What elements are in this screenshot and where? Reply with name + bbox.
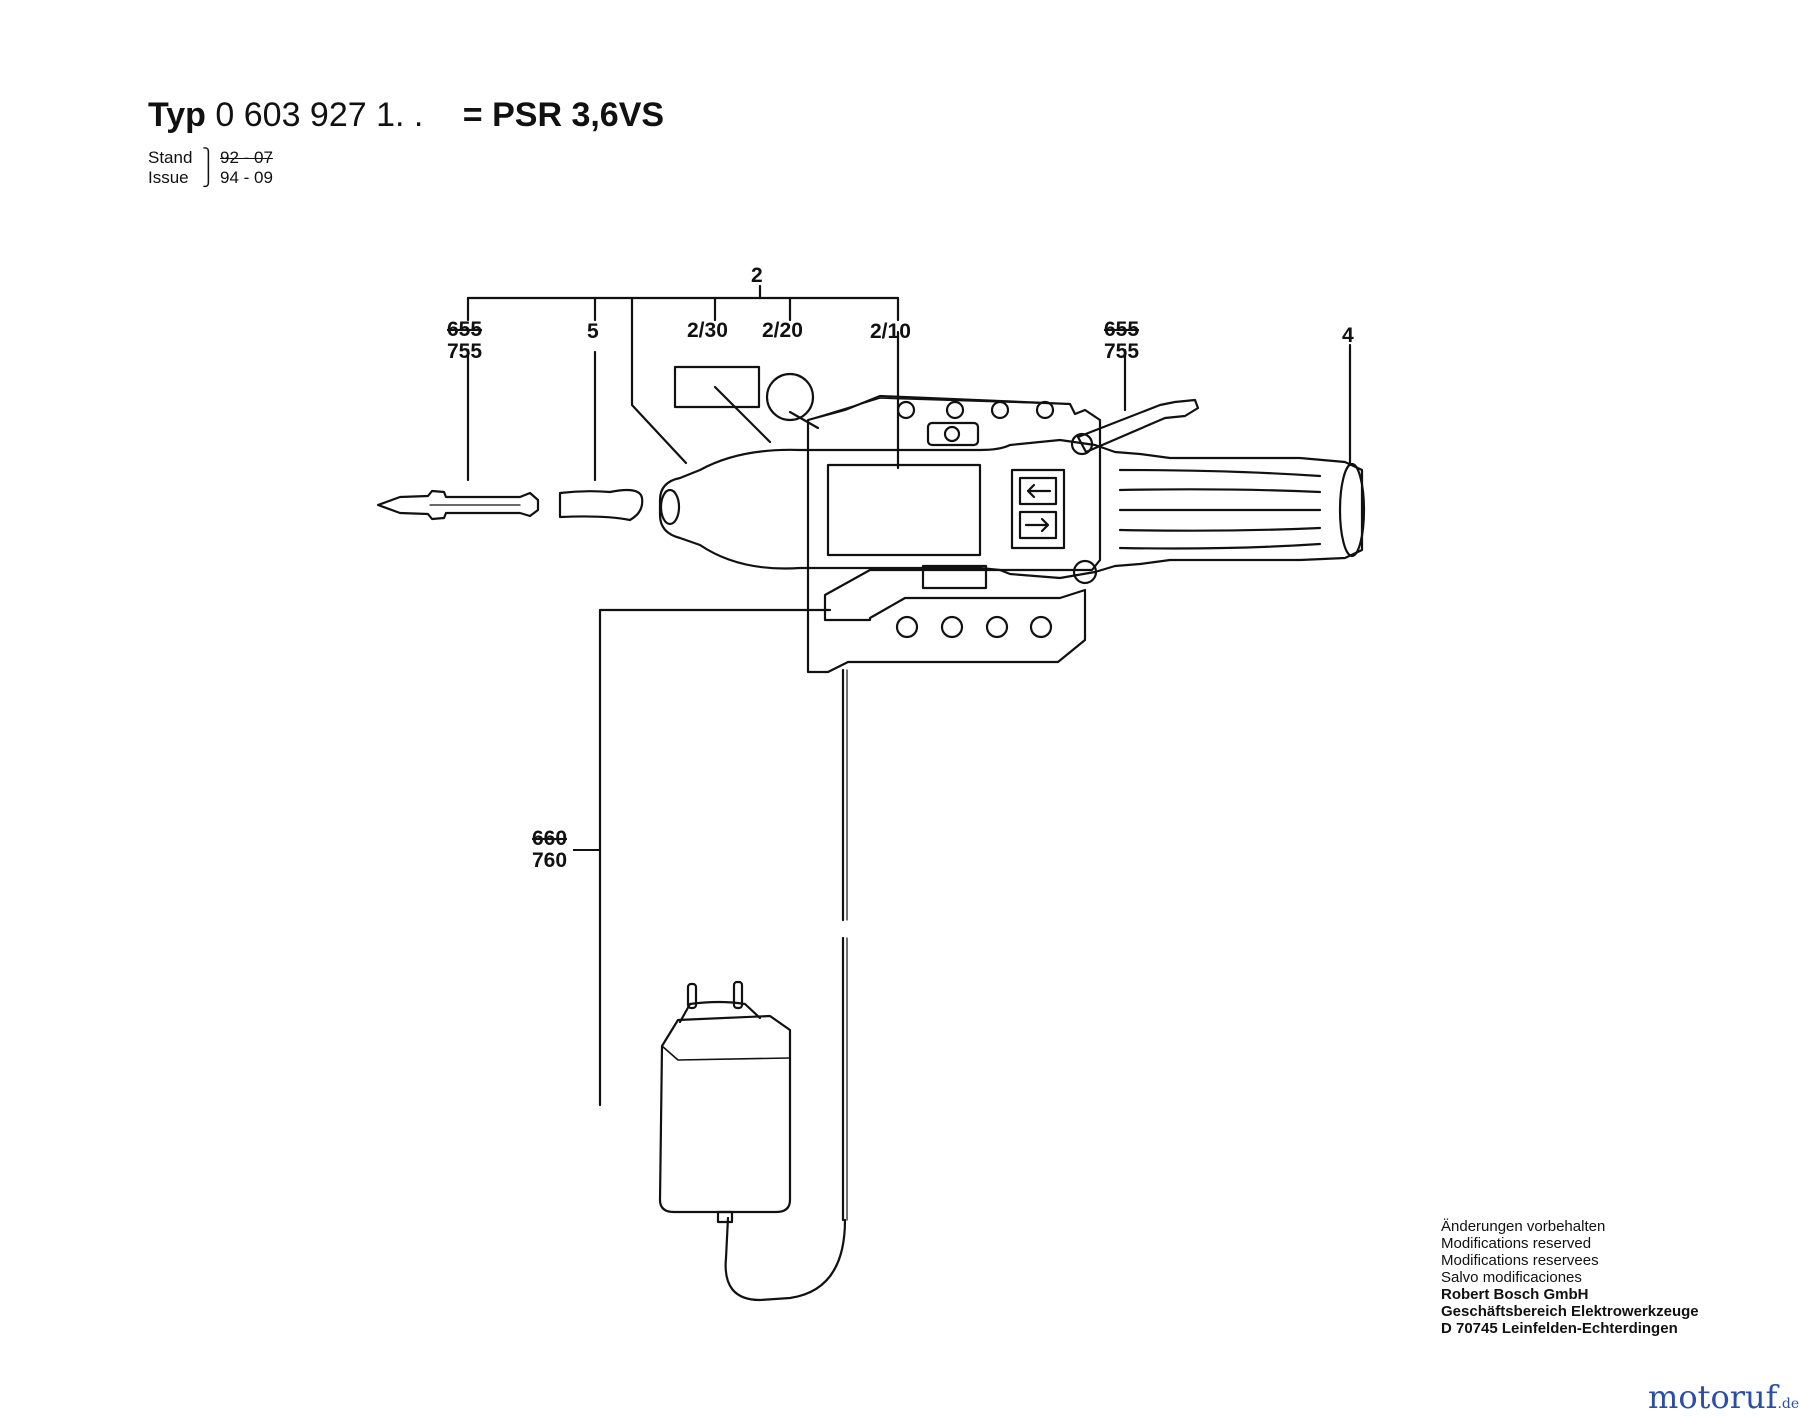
- issue-value: 94 - 09: [220, 168, 273, 187]
- callout-2-20: 2/20: [762, 319, 803, 342]
- callout-2-10: 2/10: [870, 320, 911, 343]
- callout-charger-new: 760: [532, 849, 567, 872]
- stand-label: Stand: [148, 148, 193, 167]
- direction-switch: [1010, 468, 1066, 550]
- issue-label: Issue: [148, 168, 189, 187]
- leader-2-30: [713, 385, 772, 444]
- cable-strain-relief: [716, 1210, 734, 1224]
- screwdriver-bit: [376, 489, 540, 521]
- grip-rib: [1118, 542, 1322, 550]
- charger-plug-base: [678, 1000, 762, 1024]
- label-disc-2-20: [765, 372, 815, 422]
- brace-bottom: ⎭: [202, 168, 215, 187]
- callout-left-old: 655: [447, 318, 482, 341]
- arrow-left-icon: [1026, 483, 1052, 499]
- revision-block: Stand ⎫ 92 - 07 Issue ⎭ 94 - 09: [148, 148, 273, 188]
- callout-right-old: 655: [1104, 318, 1139, 341]
- bit-sleeve: [558, 488, 644, 522]
- stand-hole: [985, 615, 1009, 639]
- typ-label: Typ: [148, 96, 206, 134]
- charger: [658, 1014, 792, 1214]
- stand-slot: [926, 421, 980, 447]
- plug-pin: [732, 980, 744, 1010]
- type-plate-2-10: [826, 463, 982, 557]
- screwdriver-body: [658, 438, 1364, 580]
- callout-5: 5: [587, 320, 599, 343]
- grip-rib: [1118, 468, 1322, 478]
- leader-housing: [630, 296, 688, 465]
- legal-notes: Änderungen vorbehalten Modifications res…: [1441, 1218, 1699, 1337]
- stand-value: 92 - 07: [220, 148, 273, 167]
- label-plate-2-30: [673, 365, 761, 409]
- note-fr: Modifications reservees: [1441, 1252, 1599, 1269]
- document-title: Typ 0 603 927 1. . = PSR 3,6VS: [148, 96, 664, 135]
- arrow-right-icon: [1024, 517, 1050, 533]
- company-division: Geschäftsbereich Elektrowerkzeuge: [1441, 1303, 1699, 1320]
- spare-bit: [1076, 398, 1200, 454]
- callout-2-30: 2/30: [687, 319, 728, 342]
- stand-hole: [895, 615, 919, 639]
- stand-hole: [1029, 615, 1053, 639]
- callout-left-new: 755: [447, 340, 482, 363]
- note-en: Modifications reserved: [1441, 1235, 1592, 1252]
- plug-pin: [686, 982, 698, 1010]
- note-de: Änderungen vorbehalten: [1441, 1218, 1606, 1235]
- brace-top: ⎫: [202, 148, 215, 167]
- callout-right-new: 755: [1104, 340, 1139, 363]
- chuck-tip: [659, 488, 681, 526]
- callout-4: 4: [1342, 324, 1354, 347]
- grip-rib: [1118, 526, 1322, 532]
- brand-name: motoruf: [1648, 1378, 1778, 1416]
- leader-2-20: [788, 410, 820, 430]
- callout-charger-old: 660: [532, 827, 567, 850]
- stand-slot-lower: [921, 564, 988, 590]
- grip-rib: [1118, 488, 1322, 494]
- model-name: = PSR 3,6VS: [462, 96, 665, 134]
- note-es: Salvo modificaciones: [1441, 1269, 1582, 1286]
- brand-tld: .de: [1777, 1396, 1800, 1412]
- callout-2: 2: [751, 264, 763, 287]
- company-name: Robert Bosch GmbH: [1441, 1286, 1589, 1303]
- charging-stand: [806, 394, 1102, 674]
- leader-charger: [598, 608, 832, 1107]
- end-cap: [1338, 462, 1366, 558]
- stand-hole: [945, 400, 965, 420]
- stand-hole: [940, 615, 964, 639]
- typ-number: 0 603 927 1. .: [215, 96, 424, 134]
- stand-hole: [990, 400, 1010, 420]
- stand-hole: [1035, 400, 1055, 420]
- cable-loop: [724, 1216, 847, 1302]
- stand-hole: [896, 400, 916, 420]
- watermark-logo: motoruf.de: [1648, 1378, 1799, 1416]
- company-address: D 70745 Leinfelden-Echterdingen: [1441, 1320, 1678, 1337]
